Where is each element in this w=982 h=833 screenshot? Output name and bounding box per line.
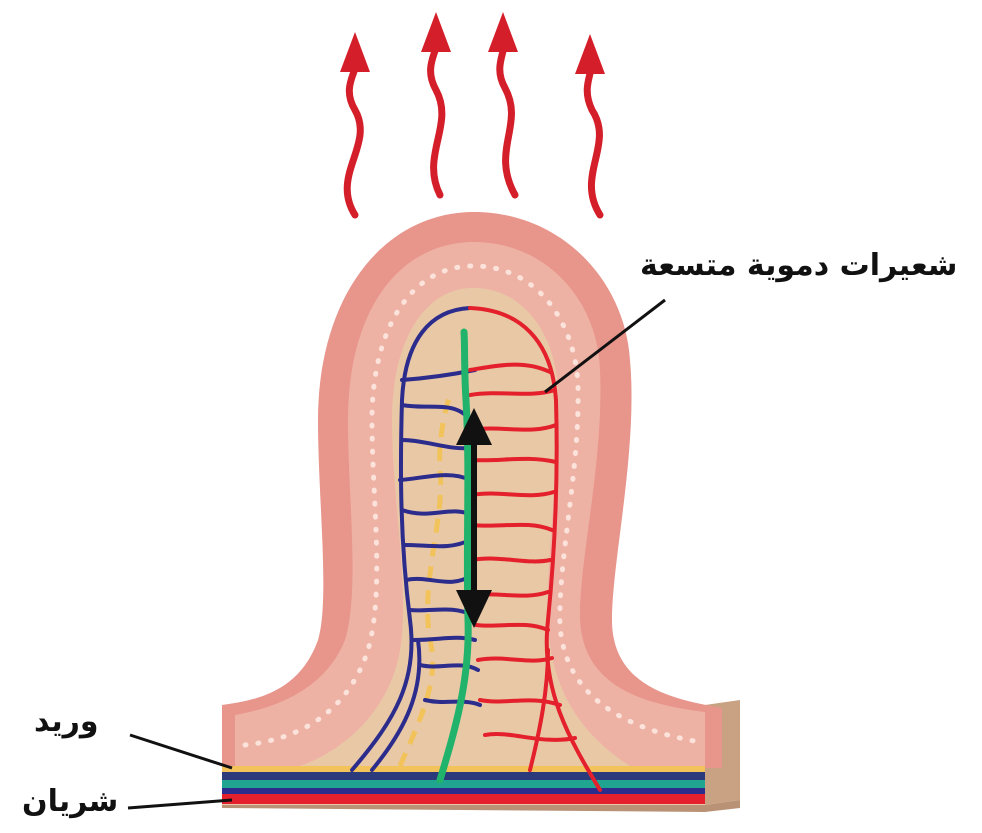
label-vein: وريد: [34, 704, 99, 739]
label-dilated-capillaries: شعيرات دموية متسعة: [640, 248, 957, 283]
heat-arrow-icon: [421, 12, 451, 195]
label-artery: شريان: [22, 784, 118, 819]
heat-arrow-icon: [340, 32, 370, 215]
heat-arrow-icon: [488, 12, 518, 195]
heat-arrows: [340, 12, 605, 215]
vessel-layers: [222, 766, 705, 804]
heat-arrow-icon: [575, 34, 605, 215]
leader-artery: [128, 800, 232, 808]
leader-vein: [130, 735, 232, 768]
